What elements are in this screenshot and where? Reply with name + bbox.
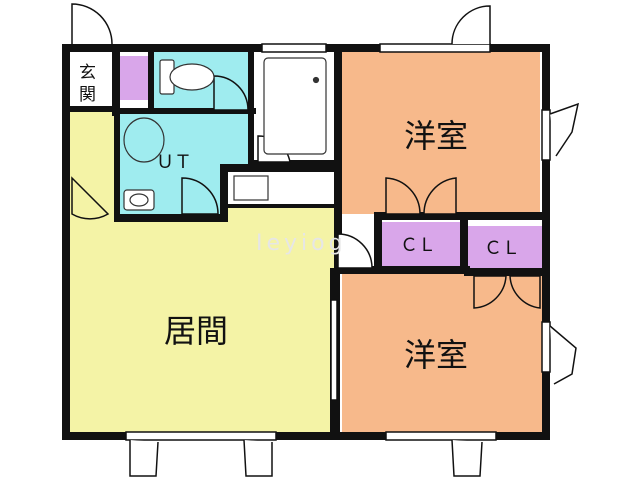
window-bottom-right: [385, 431, 497, 441]
outer-wall-bottom: [62, 432, 550, 440]
entrance-door-swing: [71, 3, 113, 45]
closet2-door-left: [473, 275, 507, 309]
wall-closet-mid: [460, 212, 468, 274]
wall-kitchen-bottom: [226, 204, 334, 208]
room-labels: 玄 関 ＵＴ 洋室 ＣＬ ＣＬ 居間 洋室: [79, 63, 520, 374]
hallway-door-swing: [337, 233, 373, 269]
wall-toilet-right: [248, 44, 254, 168]
window-top-right: [379, 43, 491, 53]
western-room-2-fill: [342, 274, 542, 432]
unit-bath-label: ＵＴ: [156, 152, 192, 173]
outer-wall-left: [62, 44, 70, 440]
window-top-bath: [261, 43, 327, 53]
western-room-1-label: 洋室: [404, 117, 468, 155]
window-swing-right-lower: [549, 325, 577, 385]
hall-door-swing: [71, 176, 110, 220]
wall-closet1-left: [374, 214, 382, 270]
window-bottom-left: [125, 431, 277, 441]
living-room-fill: [68, 112, 334, 432]
wall-bath-right-lower: [252, 160, 338, 166]
closet2-door-right: [509, 275, 541, 309]
wall-kitchen-top: [224, 164, 336, 172]
kitchen-counter-icon: [233, 175, 269, 201]
washbasin-icon: [123, 117, 165, 163]
closet-1-fill: [380, 222, 460, 266]
western-room-2-label: 洋室: [404, 336, 468, 374]
entrance-label-line2: 関: [79, 85, 96, 105]
outer-wall-right: [542, 44, 550, 440]
closet-2-fill: [468, 226, 542, 270]
window-swing-bottom-3: [451, 439, 483, 477]
wall-closet2-bottom: [464, 268, 548, 276]
wall-entrance-right: [112, 44, 120, 116]
bath-door-swing-2: [213, 75, 249, 111]
wall-bath-left: [114, 108, 120, 220]
bath-door-swing-1: [181, 177, 219, 215]
window-right-lower: [541, 321, 551, 373]
closet1-door-left: [385, 177, 421, 215]
bathtub-icon: [263, 57, 327, 155]
fixtures: [123, 57, 327, 211]
wall-toilet-bottom: [116, 108, 256, 114]
wall-entrance-closet-right: [148, 52, 154, 108]
entrance-label-line1: 玄: [79, 63, 96, 83]
balcony-door-top: [451, 5, 491, 45]
closet-2-label: ＣＬ: [484, 238, 520, 259]
window-swing-bottom-1: [129, 440, 159, 477]
window-right-upper: [541, 109, 551, 161]
window-living-interior: [330, 299, 338, 401]
entrance-fill: [68, 48, 112, 108]
watermark: Ieyiog: [256, 231, 347, 256]
wall-center-upper: [334, 44, 342, 270]
window-swing-bottom-2: [243, 439, 273, 477]
wall-bath-step: [220, 164, 228, 222]
toilet-icon: [159, 59, 215, 95]
small-sink-icon: [123, 189, 155, 211]
wall-bath-bottom: [114, 214, 228, 222]
wall-closet-bottom: [334, 266, 470, 274]
living-room-label: 居間: [164, 312, 228, 350]
window-swing-right-upper: [549, 102, 580, 157]
outer-wall-top-left: [62, 44, 338, 52]
wall-entrance-bottom: [62, 106, 120, 112]
windows: [125, 43, 551, 441]
closet-1-label: ＣＬ: [400, 235, 436, 256]
closet1-door-right: [423, 177, 457, 215]
entrance-closet-fill: [120, 56, 148, 100]
